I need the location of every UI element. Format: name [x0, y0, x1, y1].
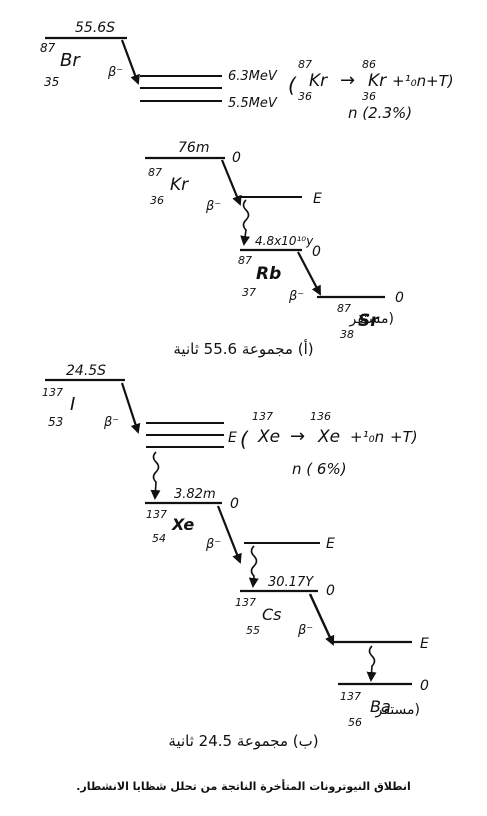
- reaction-a-arrow: →: [340, 70, 355, 91]
- rb87-decay-arrow: [297, 251, 321, 296]
- xe137-z: 54: [152, 532, 166, 545]
- figure-caption: انطلاق النيوترونات المتأخرة الناتجة من ت…: [76, 780, 411, 793]
- kr87-decay-arrow: [220, 159, 242, 206]
- reaction-a-mass-out: 86: [362, 58, 376, 71]
- ba137-symbol: Ba: [370, 697, 391, 716]
- rb87-ground: 0: [312, 244, 321, 260]
- br87-z: 35: [44, 75, 59, 89]
- reaction-a-neutron: +¹₀n: [392, 72, 426, 90]
- gamma-b-1: [150, 451, 161, 500]
- reaction-b-paren: (: [240, 427, 249, 451]
- sr87-ground: 0: [395, 290, 404, 306]
- reaction-a-plus-t: +T): [426, 72, 454, 90]
- reaction-b-mass-in: 137: [252, 410, 273, 423]
- reaction-b: ( 137 Xe → 136 Xe +¹₀n +T): [240, 410, 418, 451]
- reaction-a-z-in: 36: [298, 90, 312, 103]
- reaction-b-plus-t: +T): [390, 428, 418, 446]
- branch-b: n ( 6%): [292, 460, 347, 478]
- xe137-beta-label: β⁻: [205, 537, 221, 552]
- xe137-half-life: 3.82m: [174, 487, 216, 502]
- caption-group-b: (ب) مجموعة 24.5 ثانية: [168, 732, 319, 750]
- reaction-a-symbol-in: Kr: [309, 71, 328, 91]
- ba137-ground: 0: [420, 678, 429, 694]
- br87-decay-arrow: [120, 39, 140, 85]
- ba137-stable: (مستقر: [375, 702, 420, 718]
- i137-decay-arrow: [120, 382, 141, 434]
- i137-symbol: I: [70, 394, 75, 415]
- gamma-b-2: [248, 545, 259, 588]
- reaction-b-neutron: +¹₀n: [350, 428, 384, 446]
- rb87-beta-label: β⁻: [288, 289, 304, 304]
- rb87-excited-label: E: [313, 191, 322, 207]
- kr87-mass: 87: [148, 166, 162, 179]
- reaction-a-paren: (: [288, 73, 297, 97]
- br87-beta-label: β⁻: [107, 65, 123, 80]
- reaction-b-arrow: →: [290, 426, 305, 447]
- rb87-mass: 87: [238, 254, 252, 267]
- kr87-half-life: 76m: [178, 140, 209, 156]
- level-6-3-label: 6.3MeV: [228, 69, 278, 84]
- reaction-a-mass-in: 87: [298, 58, 312, 71]
- cs137-beta-label: β⁻: [297, 623, 313, 638]
- cs137-mass: 137: [235, 596, 256, 609]
- br87-mass: 87: [40, 41, 56, 55]
- reaction-b-symbol-in: Xe: [257, 427, 280, 447]
- cs137-half-life: 30.17Y: [268, 575, 314, 590]
- group-a: 55.6S 87 Br 35 β⁻ 6.3MeV 5.5MeV ( 87 Kr …: [40, 20, 454, 341]
- gamma-a: [240, 199, 251, 246]
- kr87-z: 36: [150, 194, 164, 207]
- ba137-z: 56: [348, 716, 362, 729]
- sr87-z: 38: [340, 328, 354, 341]
- gamma-b-3: [366, 645, 377, 682]
- sr87-stable: (مستقر: [349, 311, 394, 327]
- cs137-ground: 0: [326, 583, 335, 599]
- ba137-excited-label: E: [420, 636, 429, 652]
- ba137-mass: 137: [340, 690, 361, 703]
- xe137-ground: 0: [230, 496, 239, 512]
- rb87-z: 37: [242, 286, 256, 299]
- level-e-label: E: [228, 430, 237, 446]
- kr87-symbol: Kr: [170, 175, 189, 195]
- cs137-decay-arrow: [308, 593, 335, 646]
- sr87-symbol: Sr: [358, 311, 380, 331]
- branch-a: n (2.3%): [348, 104, 412, 122]
- xe137-decay-arrow: [216, 505, 242, 564]
- reaction-a-z-out: 36: [362, 90, 376, 103]
- cs137-symbol: Cs: [262, 605, 282, 624]
- reaction-a-symbol-out: Kr: [368, 71, 387, 91]
- kr87-beta-label: β⁻: [205, 199, 221, 214]
- reaction-b-mass-out: 136: [310, 410, 331, 423]
- reaction-b-symbol-out: Xe: [317, 427, 340, 447]
- br87-symbol: Br: [60, 50, 81, 71]
- reaction-a: ( 87 Kr 36 → 86 Kr 36 +¹₀n +T): [288, 58, 454, 103]
- xe137-symbol: Xe: [171, 515, 194, 534]
- cs137-excited-label: E: [326, 536, 335, 552]
- i137-z: 53: [48, 415, 63, 429]
- sr87-mass: 87: [337, 302, 351, 315]
- kr87-ground: 0: [232, 150, 241, 166]
- rb87-symbol: Rb: [256, 264, 281, 284]
- caption-group-a: (أ) مجموعة 55.6 ثانية: [173, 340, 314, 358]
- i137-beta-label: β⁻: [103, 415, 119, 430]
- level-5-5-label: 5.5MeV: [228, 96, 278, 111]
- group-b: 24.5S 137 I 53 β⁻ E ( 137 Xe → 136 Xe +¹…: [42, 363, 429, 729]
- br87-half-life: 55.6S: [75, 20, 115, 36]
- i137-mass: 137: [42, 386, 63, 399]
- rb87-half-life: 4.8x10¹⁰y: [255, 234, 314, 248]
- cs137-z: 55: [246, 624, 260, 637]
- i137-half-life: 24.5S: [66, 363, 106, 379]
- xe137-mass: 137: [146, 508, 167, 521]
